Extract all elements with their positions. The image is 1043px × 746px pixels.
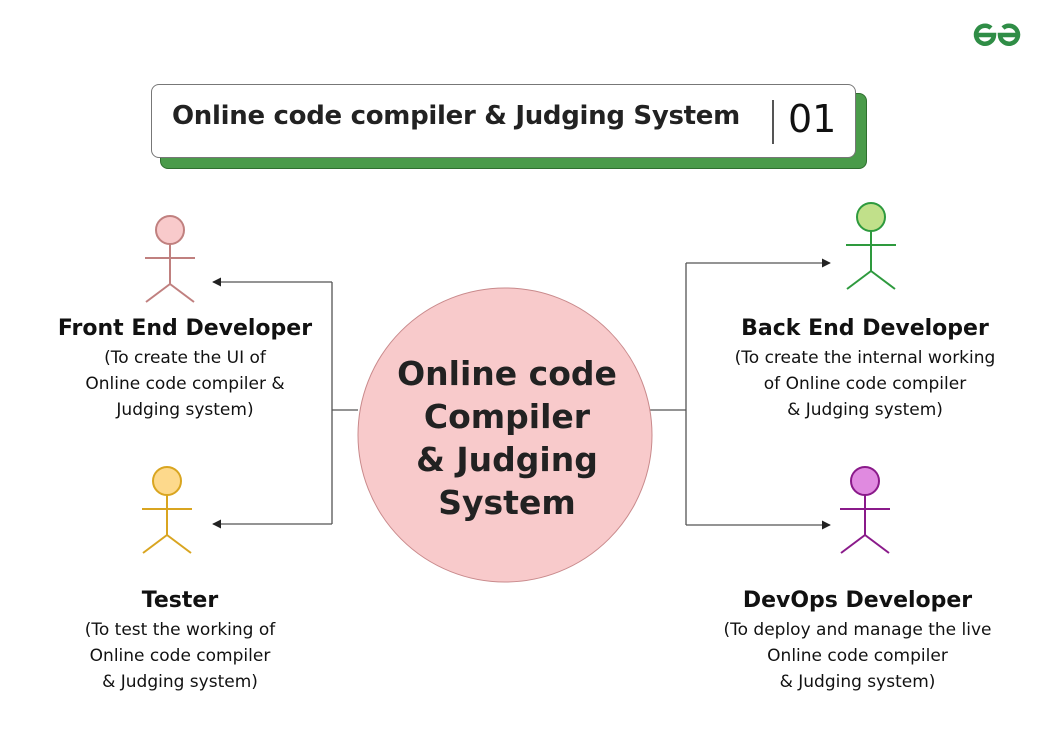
role-description: (To test the working of Online code comp… — [84, 620, 276, 692]
role-front-end: Front End Developer (To create the UI of… — [40, 316, 330, 423]
geeksforgeeks-logo-icon — [973, 23, 1021, 46]
actor-head — [152, 466, 182, 496]
role-back-end: Back End Developer (To create the intern… — [705, 316, 1025, 423]
page-title: Online code compiler & Judging System — [172, 101, 740, 131]
actor-head — [850, 466, 880, 496]
tester-actor-icon — [142, 466, 192, 554]
title-number: 01 — [788, 97, 837, 141]
title-divider — [772, 100, 774, 144]
role-description: (To create the internal working of Onlin… — [734, 348, 996, 420]
actor-right-leg — [870, 270, 896, 290]
left-connector — [212, 277, 358, 529]
devops-developer-actor-icon — [840, 466, 890, 554]
front-end-developer-actor-icon — [145, 215, 195, 303]
central-system-circle — [357, 287, 653, 583]
center-line: System — [438, 483, 576, 522]
role-description: (To deploy and manage the live Online co… — [723, 620, 992, 692]
role-devops: DevOps Developer (To deploy and manage t… — [690, 588, 1025, 695]
actor-left-leg — [142, 534, 168, 554]
center-line: & Judging — [416, 440, 598, 479]
role-title: Front End Developer — [57, 316, 313, 341]
back-end-developer-actor-icon — [846, 202, 896, 290]
role-title: Back End Developer — [741, 316, 989, 341]
actor-right-leg — [169, 283, 195, 303]
actor-left-leg — [145, 283, 171, 303]
title-box: Online code compiler & Judging System 01 — [151, 84, 856, 158]
actor-left-leg — [840, 534, 866, 554]
role-title: Tester — [141, 588, 219, 613]
actor-right-leg — [864, 534, 890, 554]
role-description: (To create the UI of Online code compile… — [85, 348, 285, 420]
actor-right-leg — [166, 534, 192, 554]
right-connector — [650, 258, 831, 530]
center-line: Online code — [397, 354, 617, 393]
central-system-label: Online code Compiler & Judging System — [362, 352, 652, 524]
actor-head — [155, 215, 185, 245]
role-title: DevOps Developer — [742, 588, 973, 613]
actor-head — [856, 202, 886, 232]
role-tester: Tester (To test the working of Online co… — [40, 588, 320, 695]
center-line: Compiler — [423, 397, 591, 436]
actor-left-leg — [846, 270, 872, 290]
